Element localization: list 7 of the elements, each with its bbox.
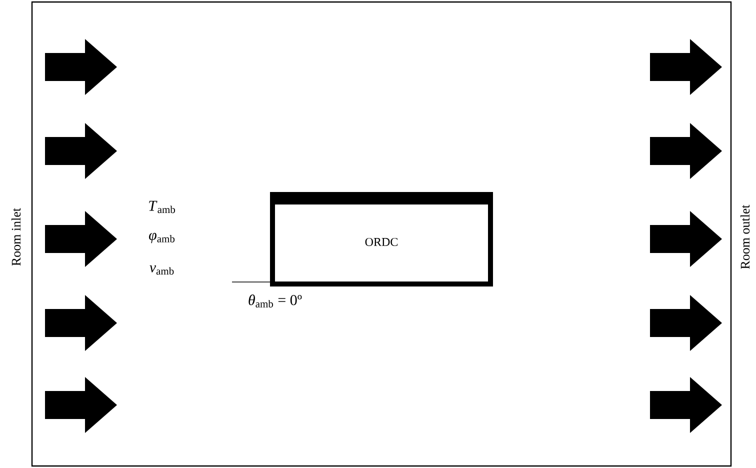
room-label: Room inlet — [11, 208, 21, 266]
angle-label: θ$_{amb}$ = 0º — [248, 294, 302, 308]
variable-label: φ$_{amb}$ — [149, 232, 175, 244]
variable-label: T$_{amb}$ — [149, 200, 175, 214]
variable-label: v$_{amb}$ — [150, 265, 174, 275]
device-box: ORDC — [270, 192, 493, 286]
room-label: Room outlet — [740, 204, 750, 269]
